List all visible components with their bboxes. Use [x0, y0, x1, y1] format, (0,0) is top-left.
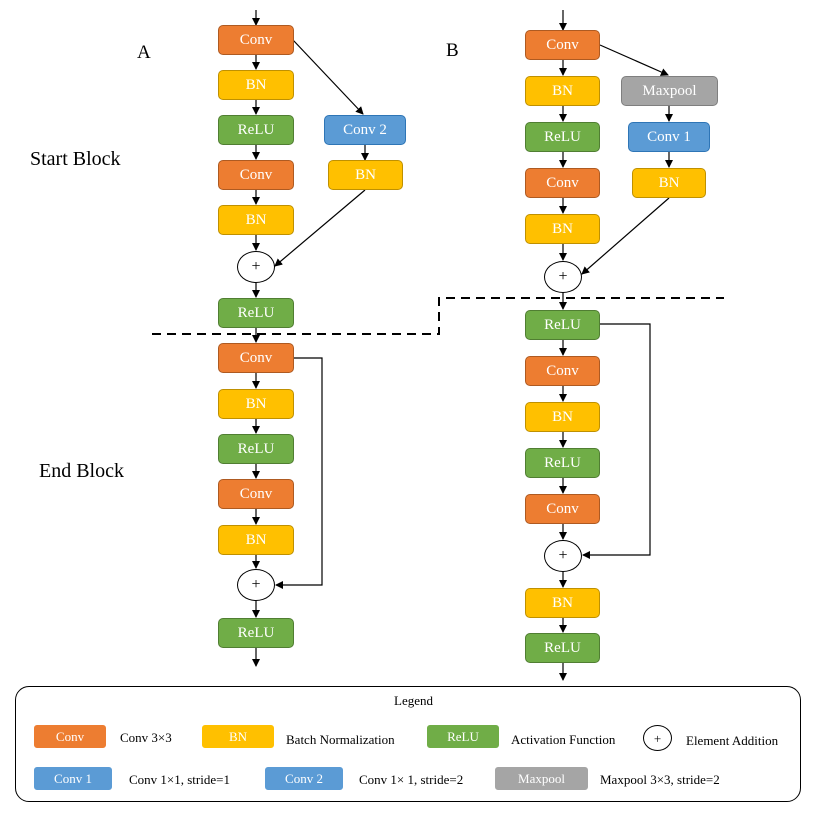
b-shortcut-bn: BN: [632, 168, 706, 198]
b-bn-1: BN: [525, 76, 600, 106]
a-conv-3: Conv: [218, 343, 294, 373]
b-conv-3: Conv: [525, 356, 600, 386]
b-conv1: Conv 1: [628, 122, 710, 152]
legend-desc-relu: Activation Function: [511, 732, 616, 747]
b-bn-4: BN: [525, 588, 600, 618]
a-conv-4: Conv: [218, 479, 294, 509]
legend-title: Legend: [394, 693, 433, 708]
legend-swatch-add: +: [643, 725, 672, 751]
legend-desc-maxpool: Maxpool 3×3, stride=2: [600, 772, 720, 787]
legend-desc-conv1: Conv 1×1, stride=1: [129, 772, 230, 787]
legend-swatch-conv1: Conv 1: [33, 766, 113, 791]
b-conv-1: Conv: [525, 30, 600, 60]
a-relu-2: ReLU: [218, 298, 294, 328]
panel-b-label: B: [446, 40, 459, 61]
end-block-label: End Block: [39, 460, 124, 482]
a-conv-2: Conv: [218, 160, 294, 190]
legend-desc-conv2: Conv 1× 1, stride=2: [359, 772, 464, 787]
b-relu-4: ReLU: [525, 633, 600, 663]
legend-swatch-relu: ReLU: [426, 724, 500, 749]
b-maxpool: Maxpool: [621, 76, 718, 106]
b-relu-1: ReLU: [525, 122, 600, 152]
legend-panel: [15, 686, 801, 802]
b-conv-2: Conv: [525, 168, 600, 198]
a-shortcut-bn: BN: [328, 160, 403, 190]
legend-swatch-bn: BN: [201, 724, 275, 749]
legend-swatch-maxpool: Maxpool: [494, 766, 589, 791]
a-relu-4: ReLU: [218, 618, 294, 648]
a-bn-4: BN: [218, 525, 294, 555]
a-add-1: +: [237, 251, 275, 283]
a-bn-1: BN: [218, 70, 294, 100]
b-bn-2: BN: [525, 214, 600, 244]
a-bn-3: BN: [218, 389, 294, 419]
legend-desc-conv: Conv 3×3: [120, 730, 172, 745]
legend-swatch-conv2: Conv 2: [264, 766, 344, 791]
b-conv-4: Conv: [525, 494, 600, 524]
panel-a-label: A: [137, 42, 151, 63]
b-relu-3: ReLU: [525, 448, 600, 478]
a-conv2: Conv 2: [324, 115, 406, 145]
b-add-2: +: [544, 540, 582, 572]
a-bn-2: BN: [218, 205, 294, 235]
b-add-1: +: [544, 261, 582, 293]
a-relu-3: ReLU: [218, 434, 294, 464]
a-add-2: +: [237, 569, 275, 601]
legend-desc-bn: Batch Normalization: [286, 732, 395, 747]
a-conv-1: Conv: [218, 25, 294, 55]
a-relu-1: ReLU: [218, 115, 294, 145]
b-bn-3: BN: [525, 402, 600, 432]
b-relu-2: ReLU: [525, 310, 600, 340]
legend-swatch-conv: Conv: [33, 724, 107, 749]
legend-desc-add: Element Addition: [686, 733, 779, 748]
start-block-label: Start Block: [30, 148, 121, 170]
